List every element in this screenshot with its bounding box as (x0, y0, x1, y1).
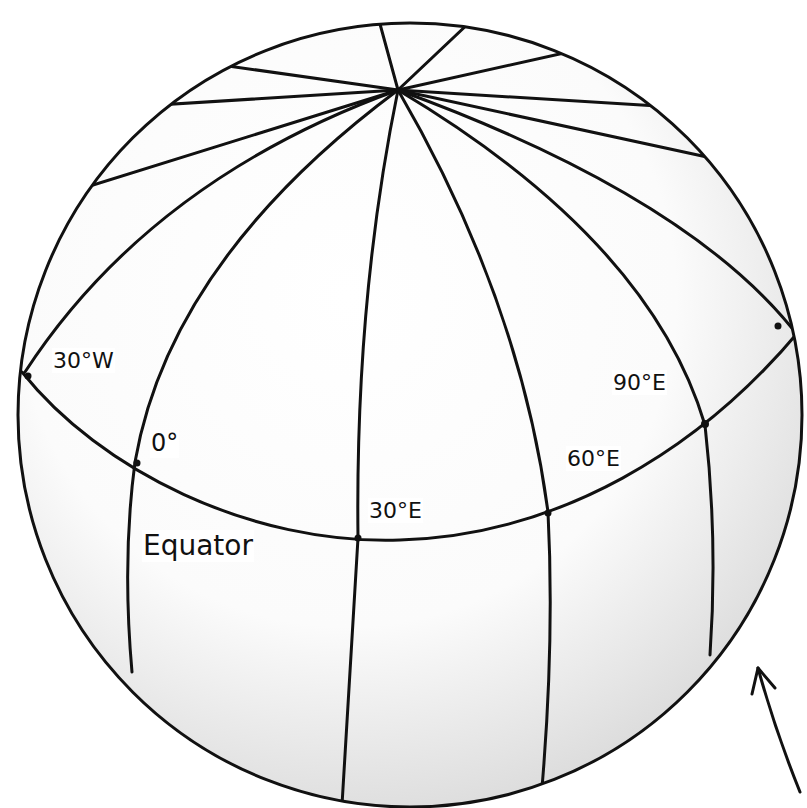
sphere-fill (18, 23, 802, 807)
coordinate-label: 30°W (52, 348, 115, 373)
meridian (45, 90, 398, 200)
meridian (342, 90, 398, 805)
meridian (398, 90, 550, 808)
coordinate-label: 30°E (368, 498, 423, 523)
meridian (398, 45, 600, 90)
meridian (25, 90, 398, 372)
coordinate-label: 60°E (566, 446, 621, 471)
meridian (398, 22, 470, 90)
coordinate-label: 90°E (612, 370, 667, 395)
equator-line (22, 330, 800, 540)
coordinate-label: Equator (142, 530, 254, 562)
meridian (398, 90, 713, 655)
meridian (398, 90, 730, 162)
meridian (128, 90, 398, 672)
sphere-outline (18, 23, 802, 807)
coordinate-label: 0° (150, 430, 179, 458)
pointer-arrow (752, 668, 800, 792)
equator-dots (25, 323, 782, 542)
meridian (398, 90, 805, 345)
meridian (380, 24, 398, 90)
